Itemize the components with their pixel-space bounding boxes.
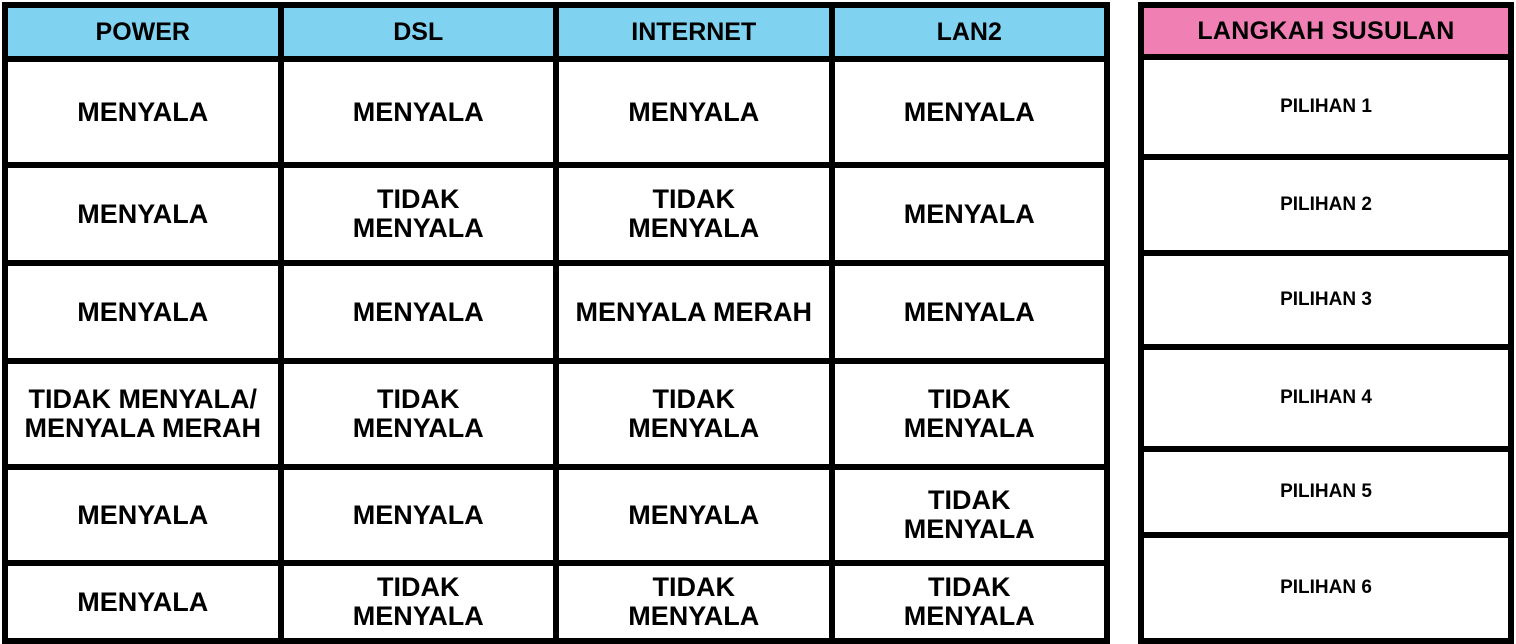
cell-dsl: TIDAK MENYALA (277, 358, 559, 470)
header-langkah-susulan: LANGKAH SUSULAN (1138, 2, 1514, 60)
table-row: TIDAK MENYALA/ MENYALA MERAH TIDAK MENYA… (2, 358, 1110, 470)
cell-power: MENYALA (2, 260, 284, 364)
cell-power: MENYALA (2, 162, 284, 266)
cell-internet: TIDAK MENYALA (553, 162, 835, 266)
cell-internet: MENYALA (553, 464, 835, 566)
table-row: MENYALA MENYALA MENYALA MENYALA (2, 56, 1110, 168)
header-internet: INTERNET (553, 2, 835, 62)
list-item: PILIHAN 5 (1138, 446, 1514, 538)
cell-internet: MENYALA (553, 56, 835, 168)
cell-power: MENYALA (2, 56, 284, 168)
cell-internet: TIDAK MENYALA (553, 358, 835, 470)
cell-dsl: TIDAK MENYALA (277, 560, 559, 644)
cell-power: TIDAK MENYALA/ MENYALA MERAH (2, 358, 284, 470)
list-item: PILIHAN 4 (1138, 344, 1514, 452)
cell-dsl: TIDAK MENYALA (277, 162, 559, 266)
table-row: MENYALA MENYALA MENYALA MERAH MENYALA (2, 260, 1110, 364)
option-5: PILIHAN 5 (1138, 446, 1514, 538)
list-item: PILIHAN 3 (1138, 250, 1514, 350)
cell-dsl: MENYALA (277, 464, 559, 566)
status-header-row: POWER DSL INTERNET LAN2 (2, 2, 1110, 62)
cell-lan2: TIDAK MENYALA (828, 464, 1110, 566)
header-dsl: DSL (277, 2, 559, 62)
steps-header-row: LANGKAH SUSULAN (1138, 2, 1514, 60)
header-power: POWER (2, 2, 284, 62)
option-2: PILIHAN 2 (1138, 154, 1514, 256)
cell-power: MENYALA (2, 560, 284, 644)
cell-dsl: MENYALA (277, 260, 559, 364)
option-6: PILIHAN 6 (1138, 532, 1514, 644)
cell-dsl: MENYALA (277, 56, 559, 168)
cell-lan2: MENYALA (828, 260, 1110, 364)
table-row: MENYALA TIDAK MENYALA TIDAK MENYALA MENY… (2, 162, 1110, 266)
cell-internet: TIDAK MENYALA (553, 560, 835, 644)
cell-lan2: TIDAK MENYALA (828, 358, 1110, 470)
indicator-status-table: POWER DSL INTERNET LAN2 MENYALA MENYALA … (2, 2, 1110, 644)
cell-power: MENYALA (2, 464, 284, 566)
table-row: MENYALA MENYALA MENYALA TIDAK MENYALA (2, 464, 1110, 566)
cell-internet: MENYALA MERAH (553, 260, 835, 364)
list-item: PILIHAN 1 (1138, 54, 1514, 160)
header-lan2: LAN2 (828, 2, 1110, 62)
option-1: PILIHAN 1 (1138, 54, 1514, 160)
cell-lan2: MENYALA (828, 162, 1110, 266)
list-item: PILIHAN 2 (1138, 154, 1514, 256)
table-row: MENYALA TIDAK MENYALA TIDAK MENYALA TIDA… (2, 560, 1110, 644)
option-4: PILIHAN 4 (1138, 344, 1514, 452)
cell-lan2: MENYALA (828, 56, 1110, 168)
list-item: PILIHAN 6 (1138, 532, 1514, 644)
next-steps-table: LANGKAH SUSULAN PILIHAN 1 PILIHAN 2 PILI… (1138, 2, 1514, 644)
cell-lan2: TIDAK MENYALA (828, 560, 1110, 644)
option-3: PILIHAN 3 (1138, 250, 1514, 350)
